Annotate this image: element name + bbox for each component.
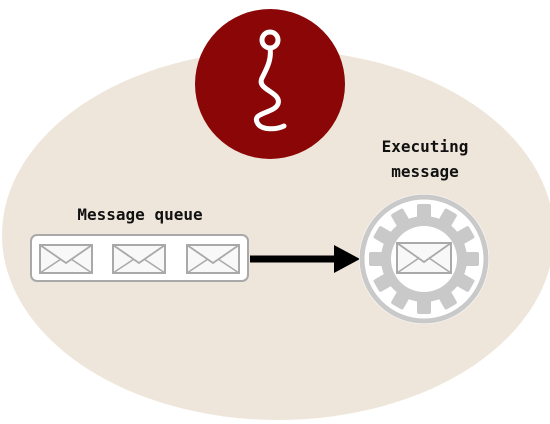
gear-tooth [463, 252, 479, 266]
executing-label-line1: Executing [381, 137, 469, 156]
executing-label-line2: message [391, 162, 459, 181]
background-blob [2, 50, 550, 420]
gear-tooth [417, 298, 431, 314]
envelope-icon [112, 244, 166, 274]
thread-icon [195, 9, 345, 159]
envelope-icon [39, 244, 93, 274]
arrow-icon [250, 245, 360, 273]
message-queue-label: Message queue [77, 205, 203, 224]
envelope-icon [396, 242, 452, 274]
gear-tooth [369, 252, 385, 266]
gear-tooth [417, 204, 431, 220]
envelope-icon [186, 244, 240, 274]
message-queue [30, 234, 249, 282]
executing-message-label: Executing message [345, 134, 505, 184]
